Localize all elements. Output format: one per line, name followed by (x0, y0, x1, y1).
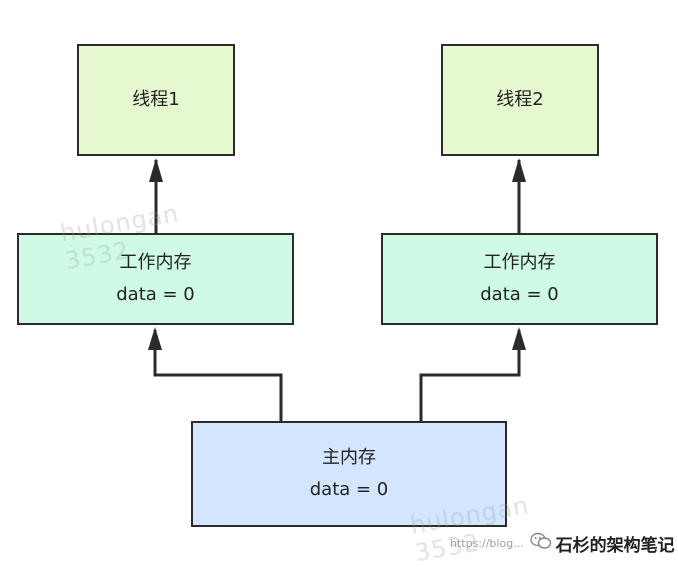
arrowhead-workmem2 (512, 327, 526, 350)
work-memory-1-box: 工作内存 data = 0 (17, 233, 294, 325)
wechat-logo-icon (529, 532, 552, 554)
arrowhead-thread2 (512, 158, 526, 182)
thread-2-box: 线程2 (441, 44, 599, 156)
work-memory-2-box: 工作内存 data = 0 (381, 233, 658, 325)
main-memory-box: 主内存 data = 0 (191, 421, 507, 527)
footer-credit: https://blog... 石杉的架构笔记 (450, 532, 675, 556)
thread-1-box: 线程1 (77, 44, 235, 156)
work-memory-2-title: 工作内存 (483, 252, 556, 273)
thread-2-label: 线程2 (496, 89, 544, 110)
arrow-mainmem-to-workmem2 (419, 330, 521, 421)
main-memory-value: data = 0 (309, 479, 389, 500)
work-memory-1-value: data = 0 (116, 284, 195, 305)
work-memory-2-value: data = 0 (480, 284, 559, 305)
main-memory-title: 主内存 (322, 447, 376, 468)
work-memory-1-title: 工作内存 (119, 252, 192, 273)
arrowhead-thread1 (149, 158, 163, 182)
footer-url: https://blog... (450, 536, 524, 550)
thread-1-label: 线程1 (132, 89, 180, 110)
footer-brand: 石杉的架构笔记 (555, 535, 675, 556)
arrow-mainmem-to-workmem1 (153, 330, 283, 421)
arrowhead-workmem1 (148, 327, 162, 350)
